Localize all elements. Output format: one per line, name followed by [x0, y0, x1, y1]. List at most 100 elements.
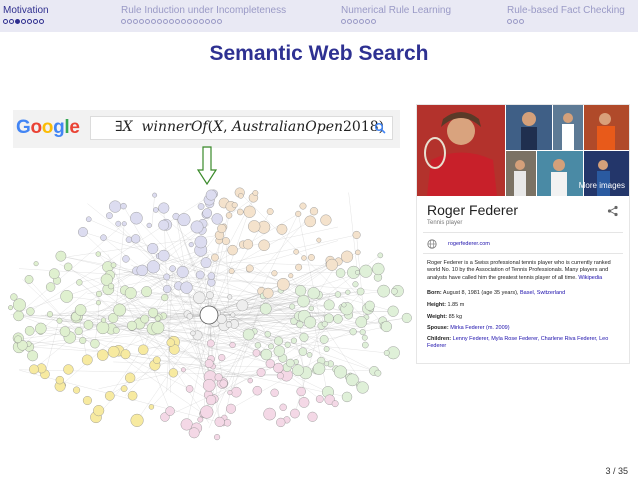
nav-dot[interactable]	[127, 19, 132, 24]
graph-node	[359, 264, 373, 278]
graph-node	[259, 302, 272, 315]
graph-node	[100, 317, 107, 323]
website-link[interactable]: rogerfederer.com	[448, 241, 490, 247]
nav-dot[interactable]	[353, 19, 358, 24]
graph-node	[227, 244, 238, 256]
graph-node	[96, 321, 110, 335]
graph-node	[372, 262, 385, 276]
graph-node	[216, 314, 227, 324]
nav-dot[interactable]	[371, 19, 376, 24]
graph-node	[83, 319, 94, 330]
nav-dot[interactable]	[3, 19, 8, 24]
nav-dot[interactable]	[27, 19, 32, 24]
graph-node	[78, 227, 88, 237]
nav-dot[interactable]	[157, 19, 162, 24]
graph-node	[163, 273, 171, 281]
nav-section-fact-checking[interactable]: Rule-based Fact Checking	[507, 5, 625, 24]
graph-edge	[208, 317, 407, 346]
nav-dot[interactable]	[187, 19, 192, 24]
nav-dot[interactable]	[341, 19, 346, 24]
nav-dot[interactable]	[121, 19, 126, 24]
graph-node	[225, 321, 233, 328]
nav-dot[interactable]	[21, 19, 26, 24]
graph-edge	[119, 309, 210, 316]
nav-dot[interactable]	[205, 19, 210, 24]
more-images-link[interactable]: More images	[578, 181, 625, 190]
nav-dot[interactable]	[211, 19, 216, 24]
nav-section-motivation[interactable]: Motivation	[3, 5, 49, 24]
graph-edge	[59, 314, 210, 321]
graph-node	[185, 385, 194, 393]
graph-node	[60, 290, 74, 303]
graph-node	[276, 417, 286, 428]
nav-dot[interactable]	[9, 19, 14, 24]
nav-dot[interactable]	[347, 19, 352, 24]
graph-node	[299, 202, 307, 210]
nav-dot[interactable]	[163, 19, 168, 24]
spouse-link[interactable]: Mirka Federer (m. 2009)	[450, 325, 510, 331]
nav-dot[interactable]	[39, 19, 44, 24]
graph-edge	[40, 314, 283, 359]
graph-node	[200, 405, 214, 419]
graph-node	[362, 341, 369, 349]
graph-node	[122, 255, 130, 263]
nav-dot[interactable]	[15, 19, 20, 24]
nav-dot[interactable]	[199, 19, 204, 24]
graph-node	[290, 408, 300, 419]
nav-dot[interactable]	[133, 19, 138, 24]
graph-node	[229, 341, 236, 349]
nav-dots[interactable]	[121, 19, 286, 24]
graph-node	[46, 311, 53, 318]
fact-weight: Weight: 85 kg	[427, 314, 625, 321]
birthplace-link[interactable]: Basel, Switzerland	[519, 290, 566, 296]
graph-node	[252, 385, 263, 396]
graph-node	[225, 403, 236, 414]
graph-node	[193, 291, 206, 304]
nav-dot[interactable]	[169, 19, 174, 24]
nav-section-rule-induction[interactable]: Rule Induction under Incompleteness	[121, 5, 286, 24]
graph-node	[154, 315, 161, 322]
nav-dot[interactable]	[519, 19, 524, 24]
nav-dot[interactable]	[151, 19, 156, 24]
graph-node	[308, 254, 315, 261]
nav-dot[interactable]	[175, 19, 180, 24]
graph-edge	[119, 255, 210, 311]
share-icon[interactable]	[607, 205, 619, 217]
graph-edge	[232, 295, 264, 391]
graph-node	[205, 189, 217, 201]
nav-dot[interactable]	[359, 19, 364, 24]
nav-dot[interactable]	[145, 19, 150, 24]
photo-gallery[interactable]	[417, 105, 630, 196]
nav-dot[interactable]	[181, 19, 186, 24]
graph-node	[346, 373, 359, 387]
graph-node	[264, 331, 271, 338]
nav-dot[interactable]	[507, 19, 512, 24]
graph-edge	[153, 266, 210, 381]
nav-dot[interactable]	[193, 19, 198, 24]
graph-node	[109, 200, 122, 213]
graph-node	[194, 235, 208, 249]
graph-edge	[166, 268, 173, 392]
nav-dot[interactable]	[365, 19, 370, 24]
nav-section-numerical-rule-learning[interactable]: Numerical Rule Learning	[341, 5, 451, 24]
graph-node	[248, 220, 261, 233]
children-links[interactable]: Lenny Federer, Myla Rose Federer, Charle…	[427, 336, 609, 350]
search-input[interactable]: ∃X winnerOf(X, AustralianOpen2018)	[90, 116, 393, 140]
nav-dot[interactable]	[513, 19, 518, 24]
nav-dots[interactable]	[341, 19, 451, 24]
graph-node	[97, 349, 109, 361]
search-icon[interactable]	[374, 122, 386, 134]
nav-dots[interactable]	[507, 19, 625, 24]
nav-section-label: Rule-based Fact Checking	[507, 5, 625, 16]
graph-node	[113, 303, 126, 317]
graph-node	[331, 400, 339, 408]
exists-quantifier: ∃	[115, 119, 123, 135]
nav-dot[interactable]	[217, 19, 222, 24]
nav-dot[interactable]	[139, 19, 144, 24]
graph-node	[361, 334, 368, 341]
graph-node	[245, 264, 254, 273]
graph-edge	[208, 293, 269, 415]
nav-dots[interactable]	[3, 19, 49, 24]
nav-dot[interactable]	[33, 19, 38, 24]
description-source-link[interactable]: Wikipedia	[578, 274, 603, 281]
